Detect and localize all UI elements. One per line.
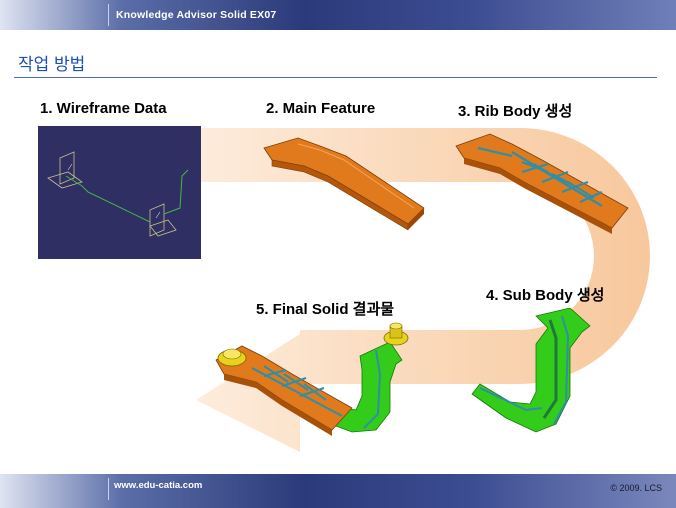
final-solid-part — [215, 322, 409, 436]
step-2-label: 2. Main Feature — [266, 100, 376, 117]
wireframe-drawing — [47, 151, 189, 237]
step-5-label: 5. Final Solid 결과물 — [256, 301, 395, 318]
step-1-label: 1. Wireframe Data — [40, 100, 167, 117]
section-title: 작업 방법 — [18, 55, 86, 74]
title-underline — [14, 77, 657, 78]
header-title: Knowledge Advisor Solid EX07 — [116, 9, 277, 21]
footer-divider — [108, 478, 109, 500]
wireframe-viewport — [38, 126, 201, 259]
footer-bar: www.edu-catia.com © 2009. LCS — [0, 474, 676, 508]
header-divider — [108, 4, 109, 26]
rib-body-part — [455, 133, 629, 234]
footer-url: www.edu-catia.com — [114, 480, 203, 491]
step-3-label: 3. Rib Body 생성 — [458, 103, 573, 120]
sub-body-part — [471, 308, 591, 433]
step-4-label: 4. Sub Body 생성 — [486, 287, 605, 304]
header-bar: Knowledge Advisor Solid EX07 — [0, 0, 676, 30]
footer-copyright: © 2009. LCS — [610, 483, 662, 493]
main-feature-part — [263, 137, 425, 231]
